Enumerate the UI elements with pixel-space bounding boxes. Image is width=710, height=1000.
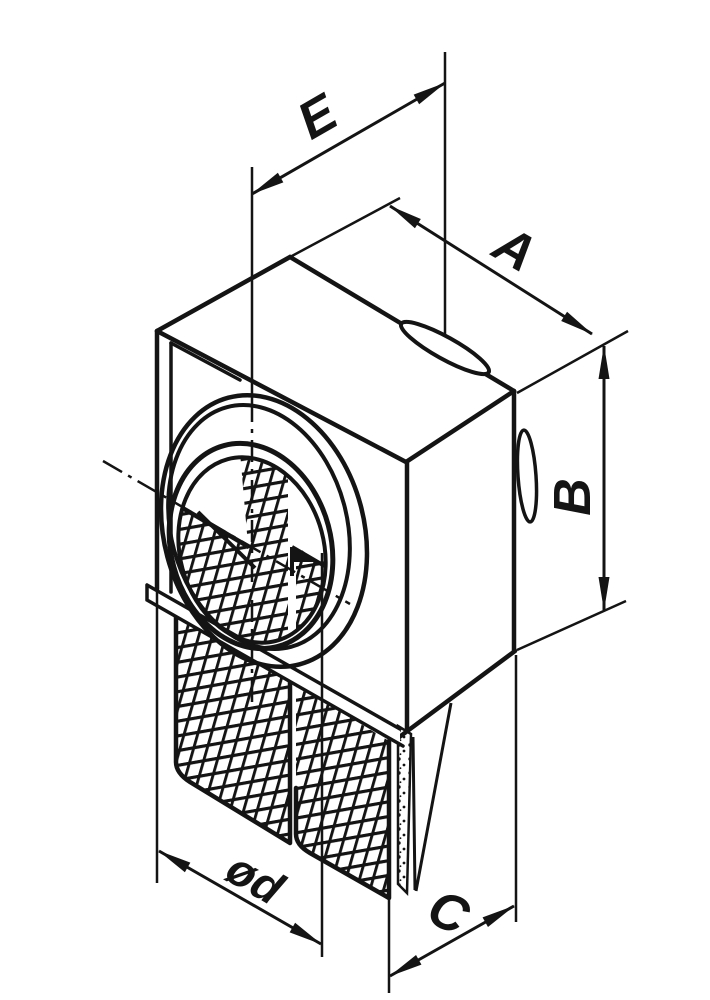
- box-right-bottom-edge: [395, 648, 518, 741]
- box-top-face-back-edges: [154, 254, 517, 394]
- rear-panel-corner-fill: [292, 547, 318, 562]
- dim-label-a: A: [482, 214, 545, 284]
- filter-wedge-edges: [411, 702, 453, 892]
- stippled-filter-strip: [396, 723, 413, 896]
- mesh-panel-left: [176, 613, 290, 843]
- filter-panels: [173, 610, 392, 901]
- collar-outer-ring: [166, 440, 336, 652]
- ext-line-a-left: [289, 196, 401, 259]
- filter-mat-side: [396, 702, 453, 896]
- mesh-panel-left-frame: [173, 610, 293, 846]
- dim-line-e: [251, 81, 446, 196]
- axis-centerline-horizontal: [102, 459, 351, 606]
- dimension-b: [516, 345, 627, 652]
- dim-label-diameter: ød: [218, 842, 293, 916]
- inlet-collar: [158, 392, 370, 670]
- dim-line-d: [158, 849, 322, 946]
- dimensioning: [155, 52, 629, 993]
- dim-line-c: [389, 904, 515, 978]
- ext-line-b-bottom: [516, 599, 627, 652]
- front-plate-top-edge: [169, 341, 242, 382]
- collar-opening-ring: [176, 455, 328, 645]
- dimension-diameter: [155, 553, 324, 957]
- dim-label-b: B: [544, 478, 602, 516]
- flange-inner-ring: [166, 403, 352, 651]
- dim-label-c: C: [419, 878, 479, 947]
- panel-gap-slit: [288, 538, 296, 660]
- ext-line-a-b-shared: [516, 329, 629, 395]
- dim-line-a: [389, 204, 593, 336]
- flange-outer-ring: [158, 392, 370, 670]
- dim-label-e: E: [288, 83, 348, 151]
- dimension-a: [289, 196, 629, 395]
- mesh-panel-right: [296, 685, 389, 898]
- dimension-c: [387, 655, 518, 993]
- center-lines: [102, 400, 351, 702]
- side-collar-lens: [515, 428, 539, 524]
